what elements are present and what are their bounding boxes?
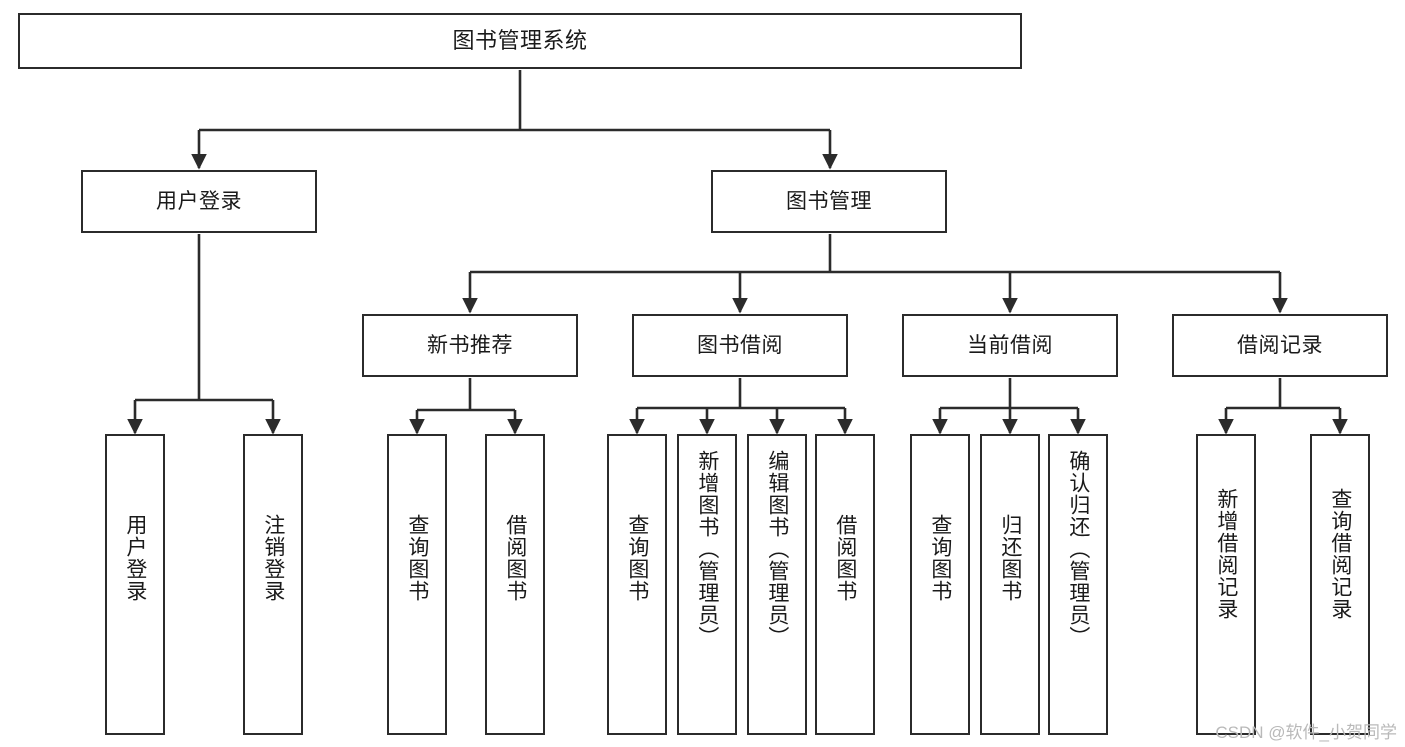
csdn-watermark: CSDN @软件_小贺同学 <box>1215 723 1397 742</box>
node-label: 图书管理 <box>786 189 872 213</box>
node-label: 用户登录 <box>156 189 242 213</box>
leaf-return-books[interactable]: 归还图书 <box>980 434 1040 735</box>
leaf-add-borrow-record[interactable]: 新增借阅记录 <box>1196 434 1256 735</box>
leaf-query-borrow-record[interactable]: 查询借阅记录 <box>1310 434 1370 735</box>
leaf-borrow-books[interactable]: 借阅图书 <box>815 434 875 735</box>
leaf-query-books-current[interactable]: 查询图书 <box>910 434 970 735</box>
node-label: 用户登录 <box>123 514 147 602</box>
node-root-book-management-system[interactable]: 图书管理系统 <box>18 13 1022 69</box>
node-label: 借阅图书 <box>503 514 527 602</box>
leaf-logout[interactable]: 注销登录 <box>243 434 303 735</box>
node-label: 确认归还（管理员） <box>1066 450 1090 648</box>
node-label: 归还图书 <box>998 514 1022 602</box>
node-book-borrowing[interactable]: 图书借阅 <box>632 314 848 377</box>
node-current-borrowing[interactable]: 当前借阅 <box>902 314 1118 377</box>
node-label: 新增图书（管理员） <box>695 450 719 648</box>
node-label: 查询图书 <box>405 514 429 602</box>
node-label: 新增借阅记录 <box>1214 488 1238 620</box>
node-label: 编辑图书（管理员） <box>765 450 789 648</box>
leaf-borrow-books-recommend[interactable]: 借阅图书 <box>485 434 545 735</box>
leaf-query-books-recommend[interactable]: 查询图书 <box>387 434 447 735</box>
node-user-login[interactable]: 用户登录 <box>81 170 317 233</box>
leaf-confirm-return-admin[interactable]: 确认归还（管理员） <box>1048 434 1108 735</box>
node-label: 借阅记录 <box>1237 333 1323 357</box>
leaf-query-books-borrow[interactable]: 查询图书 <box>607 434 667 735</box>
node-book-management[interactable]: 图书管理 <box>711 170 947 233</box>
node-label: 注销登录 <box>261 514 285 602</box>
node-new-book-recommendation[interactable]: 新书推荐 <box>362 314 578 377</box>
node-label: 图书借阅 <box>697 333 783 357</box>
leaf-edit-book-admin[interactable]: 编辑图书（管理员） <box>747 434 807 735</box>
node-label: 查询借阅记录 <box>1328 488 1352 620</box>
node-label: 查询图书 <box>928 514 952 602</box>
leaf-add-book-admin[interactable]: 新增图书（管理员） <box>677 434 737 735</box>
node-label: 新书推荐 <box>427 333 513 357</box>
leaf-user-login[interactable]: 用户登录 <box>105 434 165 735</box>
node-borrow-records[interactable]: 借阅记录 <box>1172 314 1388 377</box>
node-label: 当前借阅 <box>967 333 1053 357</box>
node-label: 图书管理系统 <box>452 27 588 53</box>
node-label: 查询图书 <box>625 514 649 602</box>
node-label: 借阅图书 <box>833 514 857 602</box>
